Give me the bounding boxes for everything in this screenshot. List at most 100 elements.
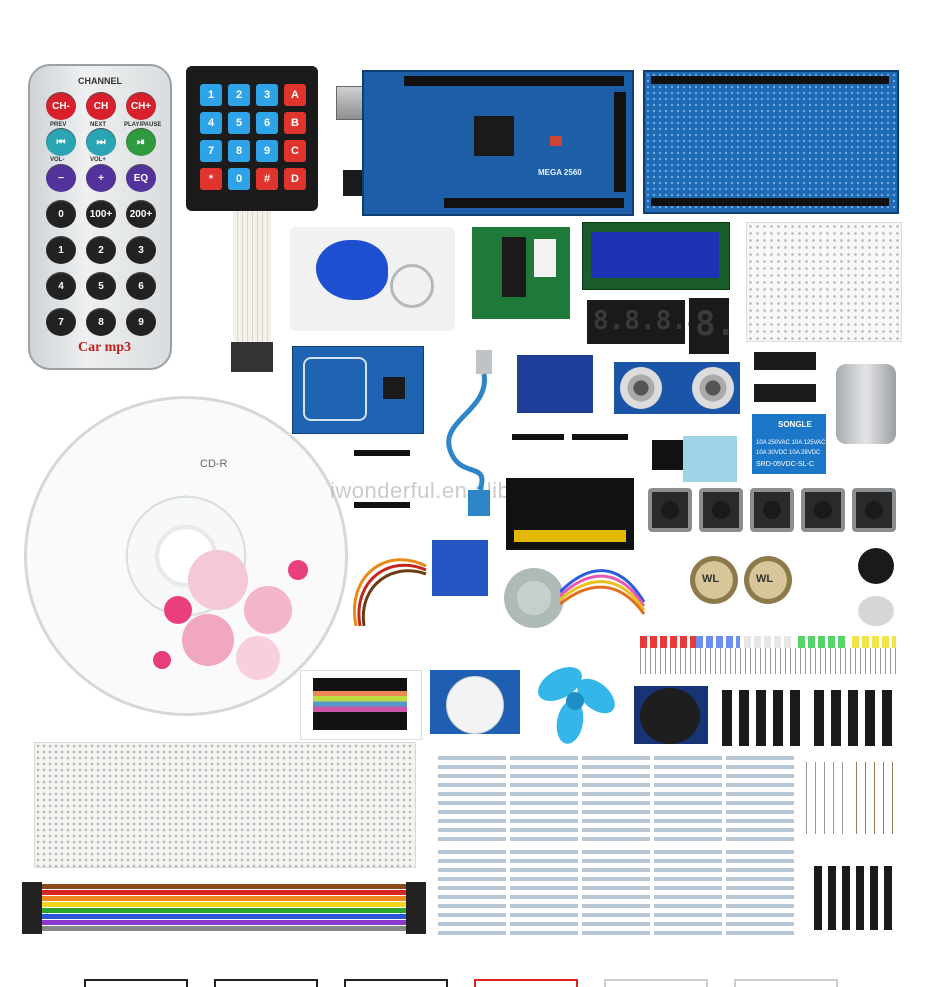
remote-vol-plus-button: + (86, 164, 116, 192)
thumbnail[interactable] (604, 979, 708, 987)
keypad-key: B (284, 112, 306, 134)
resistor-bundle (582, 850, 650, 936)
yellow-leds (852, 636, 896, 648)
flower-print (153, 550, 308, 680)
prototype-shield (643, 70, 899, 214)
passive-buzzer (858, 596, 894, 626)
keypad-connector (231, 342, 273, 372)
thumbnail-selected[interactable] (474, 979, 578, 987)
keypad-key: 0 (228, 168, 250, 190)
keypad-key: 9 (256, 140, 278, 162)
remote-brand-logo: Car mp3 (78, 340, 132, 355)
stepper-driver-board (472, 227, 570, 319)
motor-connector (534, 239, 556, 277)
remote-key-6: 6 (126, 272, 156, 300)
transistors (722, 690, 806, 746)
dc-motor (836, 364, 896, 444)
relay-rating-1: 10A 250VAC 10A 125VAC (756, 440, 826, 446)
ir-remote: CHANNEL CH- CH CH+ PREV NEXT PLAY/PAUSE … (28, 64, 172, 370)
remote-key-4: 4 (46, 272, 76, 300)
remote-key-5: 5 (86, 272, 116, 300)
pin-header (614, 92, 626, 192)
remote-key-3: 3 (126, 236, 156, 264)
pir-dome (446, 676, 504, 734)
keypad-key: C (284, 140, 306, 162)
potentiometer-label: WL (756, 573, 774, 585)
play-pause-icon: ⏯ (126, 128, 156, 156)
stepper-wires (560, 569, 646, 615)
red-leds (640, 636, 696, 648)
green-leds (798, 636, 848, 648)
four-digit-seven-segment: 8.8.8.8. (587, 300, 718, 344)
thumbnail[interactable] (214, 979, 318, 987)
tactile-push-button (699, 488, 743, 532)
large-breadboard (34, 742, 416, 868)
transistors (814, 690, 898, 746)
remote-channel-label: CHANNEL (78, 76, 122, 86)
microcontroller-chip (474, 116, 514, 156)
relay-brand: SONGLE (778, 420, 812, 429)
pin-header (404, 76, 624, 86)
diodes (806, 762, 844, 834)
resistor-bundle (438, 850, 506, 936)
pin-header (444, 198, 624, 208)
pin-header (651, 76, 889, 84)
thumbnail[interactable] (344, 979, 448, 987)
ic-chip (754, 352, 816, 370)
reset-button (550, 136, 562, 146)
pin-header (572, 434, 628, 440)
rfid-chip (383, 377, 405, 399)
tactile-push-button (852, 488, 896, 532)
remote-key-1: 1 (46, 236, 76, 264)
mega-label: MEGA 2560 (538, 168, 582, 177)
tactile-push-button (801, 488, 845, 532)
remote-vol-minus-label: VOL- (50, 157, 65, 163)
membrane-keypad: 1 2 3 A 4 5 6 B 7 8 9 C * 0 # D (186, 66, 318, 211)
relay-rating-2: 10A 30VDC 10A 28VDC (756, 450, 821, 456)
potentiometer: WL (744, 556, 792, 604)
led-legs (640, 648, 896, 674)
thumbnail[interactable] (734, 979, 838, 987)
single-digit-seven-segment: 8. (689, 298, 736, 354)
keypad-key: 4 (200, 112, 222, 134)
rfid-reader-module (292, 346, 424, 434)
remote-ch-plus-button: CH+ (126, 92, 156, 120)
driver-chip (502, 237, 526, 297)
ic-chip (754, 384, 816, 402)
keypad-ribbon-cable (233, 211, 271, 346)
active-buzzer (858, 548, 894, 584)
thumbnail[interactable] (84, 979, 188, 987)
pin-header (354, 502, 410, 508)
photoresistors (856, 762, 900, 834)
keypad-key: D (284, 168, 306, 190)
remote-prev-label: PREV (50, 122, 67, 128)
ultrasonic-transmitter (620, 367, 662, 409)
fan-propeller (538, 666, 615, 744)
pin-header (354, 450, 410, 456)
pin-header (651, 198, 889, 206)
keypad-key: 3 (256, 84, 278, 106)
relay-model: SRD-05VDC-SL-C (756, 461, 814, 468)
keypad-key: * (200, 168, 222, 190)
breadboard-power-module (506, 478, 634, 550)
remote-vol-minus-button: − (46, 164, 76, 192)
cd-label: CD-R (200, 458, 228, 470)
usb-cable (446, 350, 492, 516)
servo-motor (432, 540, 488, 596)
remote-ch-minus-button: CH- (46, 92, 76, 120)
rfid-antenna (303, 357, 367, 421)
gyro-accelerometer-module (517, 355, 593, 413)
relay-module: SONGLE 10A 250VAC 10A 125VAC 10A 30VDC 1… (752, 414, 826, 474)
keypad-key: 7 (200, 140, 222, 162)
remote-key-9: 9 (126, 308, 156, 336)
remote-next-label: NEXT (90, 122, 107, 128)
tactile-push-button (750, 488, 794, 532)
resistor-bundle (654, 850, 722, 936)
remote-key-8: 8 (86, 308, 116, 336)
blue-leds (696, 636, 740, 648)
ultrasonic-sensor (614, 362, 740, 414)
keypad-key: 6 (256, 112, 278, 134)
remote-key-0: 0 (46, 200, 76, 228)
key-ring (390, 264, 434, 308)
keypad-key: 8 (228, 140, 250, 162)
